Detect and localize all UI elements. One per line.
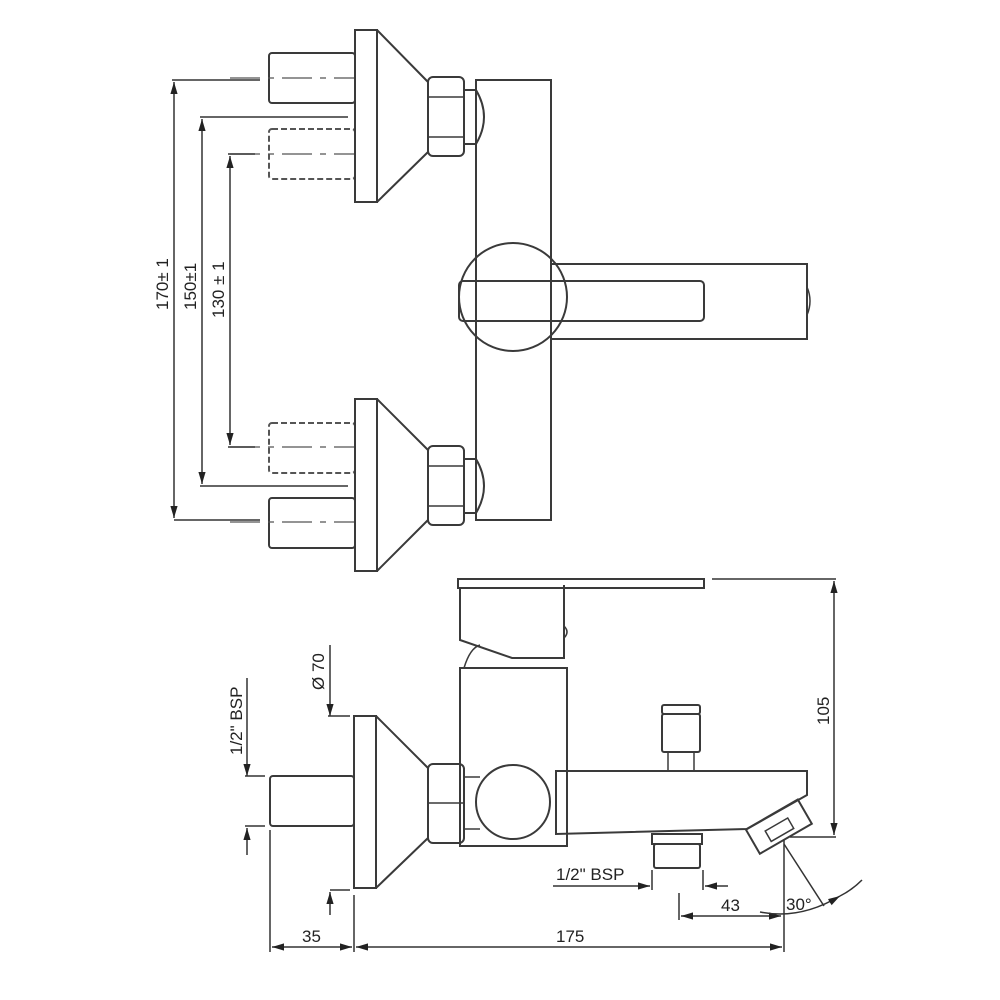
top-view: 170± 1 150±1 130 ± 1 [153,29,811,572]
shower-diverter-pin [661,704,701,771]
mixer-body-top [475,79,552,521]
dim-35: 35 [269,830,355,952]
svg-text:1/2" BSP: 1/2" BSP [556,865,624,884]
escutcheon-side [353,715,480,889]
lower-inlet-pipe-alt [230,422,356,474]
shower-outlet [651,833,703,869]
lever-handle-side [457,578,705,669]
dim-43: 43 [678,893,781,920]
spout-top [551,263,808,340]
lever-handle-top [458,280,705,322]
svg-text:1/2" BSP: 1/2" BSP [227,687,246,755]
svg-text:170± 1: 170± 1 [153,258,172,310]
inlet-pipe-side [269,775,355,827]
svg-text:130 ± 1: 130 ± 1 [209,261,228,318]
dim-30deg: 30° [759,843,863,915]
dim-bsp-outlet: 1/2" BSP [553,865,728,890]
svg-text:43: 43 [721,896,740,915]
lower-inlet-pipe [230,497,356,549]
dim-175: 175 [356,840,785,952]
svg-text:Ø 70: Ø 70 [309,653,328,690]
mixer-body-side [459,667,568,847]
upper-escutcheon [354,29,485,203]
svg-text:105: 105 [814,697,833,725]
svg-text:35: 35 [302,927,321,946]
upper-inlet-pipe [230,52,356,104]
dim-105: 105 [712,578,838,838]
dim-150: 150±1 [181,116,348,487]
diverter-knob [475,764,551,840]
dim-dia70: Ø 70 [309,645,350,717]
dim-130: 130 ± 1 [209,153,255,448]
spout-aerator [744,798,814,856]
side-view: Ø 70 1/2" BSP 105 1/2" BSP [227,578,863,952]
svg-text:175: 175 [556,927,584,946]
svg-text:150±1: 150±1 [181,263,200,310]
svg-text:30°: 30° [786,895,812,914]
dim-bsp-inlet: 1/2" BSP [227,678,265,855]
lower-escutcheon [354,398,485,572]
dim-170: 170± 1 [153,79,260,521]
spout-side [555,770,808,836]
